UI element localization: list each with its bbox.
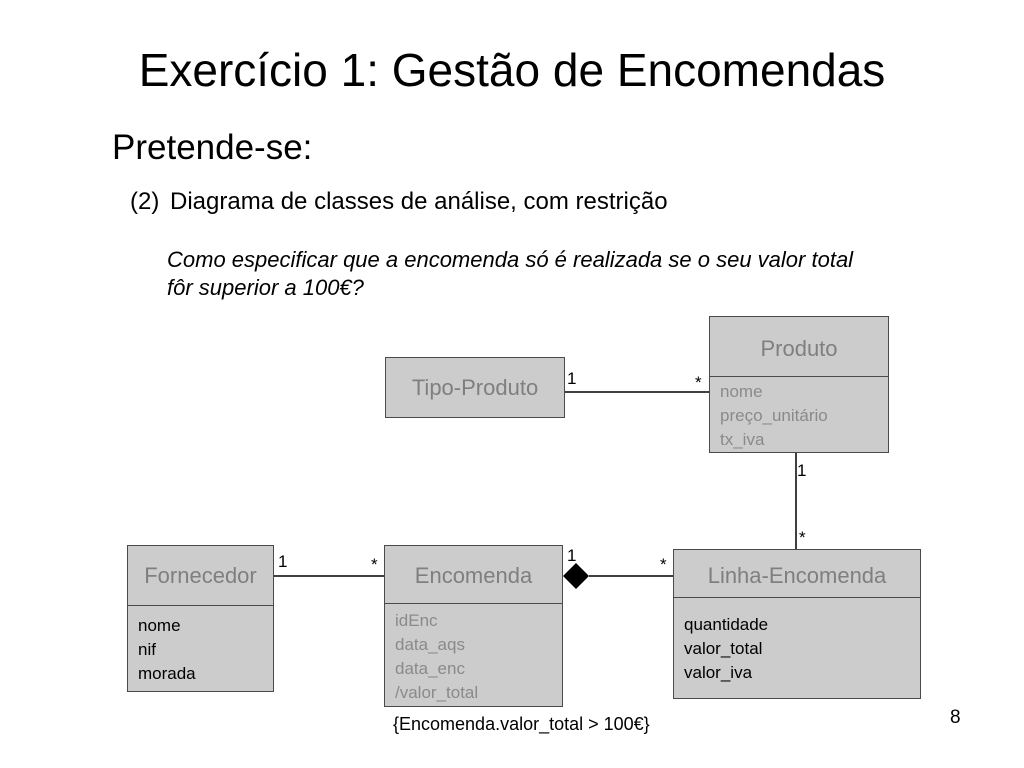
attribute-list: idEnc data_aqs data_enc /valor_total (395, 609, 478, 705)
multiplicity-label: * (660, 555, 667, 574)
question-text: Como especificar que a encomenda só é re… (167, 246, 987, 302)
attribute-list: quantidade valor_total valor_iva (684, 613, 768, 685)
attribute: nome (138, 616, 181, 635)
class-name: Fornecedor (144, 563, 257, 588)
attribute: morada (138, 664, 196, 683)
attribute: valor_total (684, 639, 763, 658)
attribute: preço_unitário (720, 406, 828, 425)
attribute: quantidade (684, 615, 769, 634)
attribute: tx_iva (720, 430, 765, 449)
multiplicity-label: * (799, 528, 806, 547)
attribute-list: nome preço_unitário tx_iva (720, 380, 828, 452)
attribute: data_enc (395, 659, 465, 678)
class-tipo-produto: Tipo-Produto (385, 357, 565, 418)
multiplicity-label: 1 (278, 552, 288, 571)
item-number: (2) (130, 188, 160, 215)
class-name: Tipo-Produto (411, 375, 539, 400)
attribute: nif (138, 640, 156, 659)
attribute-list: nome nif morada (138, 614, 196, 686)
class-encomenda: Encomenda idEnc data_aqs data_enc /valor… (384, 545, 563, 707)
attribute: /valor_total (395, 683, 479, 702)
attribute: data_aqs (395, 635, 465, 654)
question-line-2: fôr superior a 100€? (167, 275, 364, 300)
class-divider (128, 605, 273, 606)
multiplicity-label: 1 (567, 546, 577, 565)
item-text: Diagrama de classes de análise, com rest… (170, 188, 668, 215)
question-line-1: Como especificar que a encomenda só é re… (167, 247, 854, 272)
class-linha-encomenda: Linha-Encomenda quantidade valor_total v… (673, 549, 921, 699)
page-number: 8 (950, 707, 961, 728)
multiplicity-label: * (695, 373, 702, 392)
slide-subtitle: Pretende-se: (112, 128, 313, 167)
ocl-constraint: {Encomenda.valor_total > 100€} (393, 714, 650, 734)
class-name: Linha-Encomenda (707, 563, 887, 588)
multiplicity-label: 1 (567, 369, 577, 388)
class-name: Produto (760, 336, 838, 361)
class-produto: Produto nome preço_unitário tx_iva (709, 316, 889, 453)
class-divider (710, 376, 888, 377)
multiplicity-label: 1 (797, 461, 807, 480)
slide-title: Exercício 1: Gestão de Encomendas (138, 44, 886, 96)
attribute: idEnc (395, 611, 438, 630)
class-divider (674, 597, 920, 598)
multiplicity-label: * (371, 555, 378, 574)
class-divider (385, 603, 562, 604)
class-name: Encomenda (414, 563, 533, 588)
class-fornecedor: Fornecedor nome nif morada (127, 545, 274, 692)
attribute: valor_iva (684, 663, 753, 682)
composition-diamond-icon (563, 563, 589, 589)
attribute: nome (720, 382, 763, 401)
